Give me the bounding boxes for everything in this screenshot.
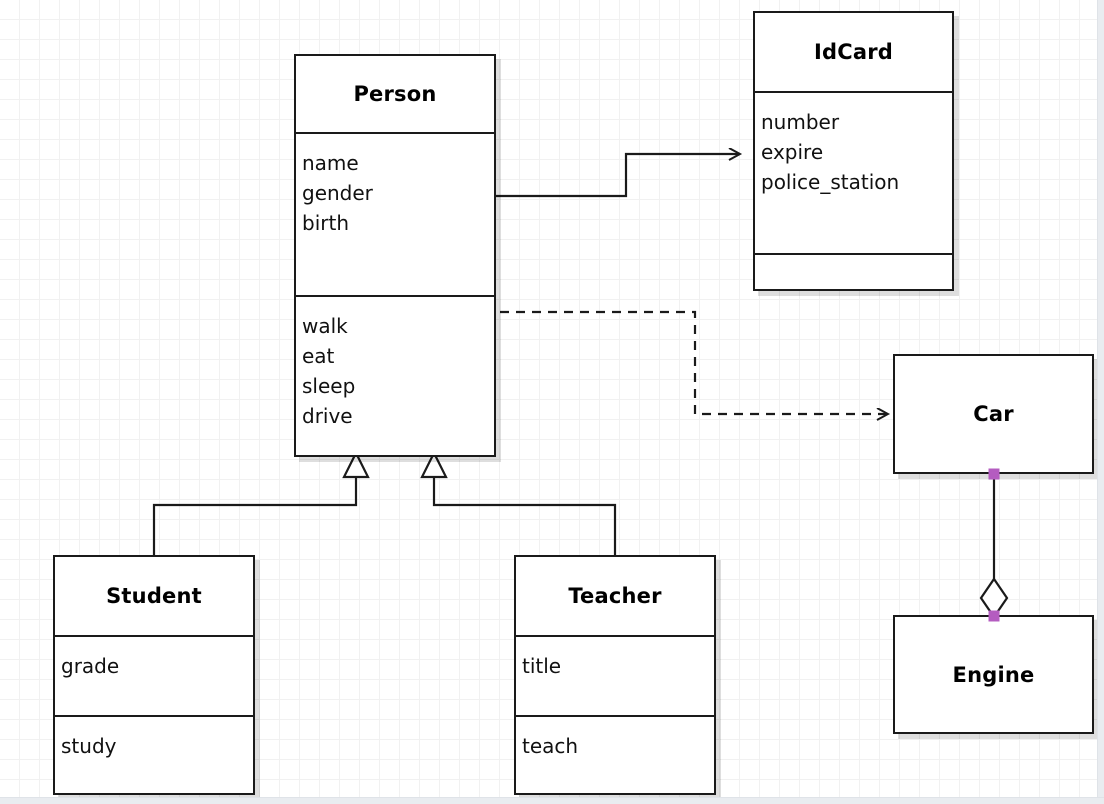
class-box-student[interactable]: Student grade study xyxy=(53,555,255,795)
connector-handle-car[interactable] xyxy=(988,468,1000,480)
attribute-item: number xyxy=(761,110,840,134)
class-name-car: Car xyxy=(973,402,1014,426)
class-box-idcard[interactable]: IdCard number expire police_station xyxy=(753,11,954,291)
method-item: teach xyxy=(522,734,579,758)
attribute-item: birth xyxy=(302,211,349,235)
edge-person-idcard[interactable] xyxy=(496,154,740,198)
class-methods-idcard xyxy=(755,253,952,289)
class-title-student: Student xyxy=(55,557,253,635)
class-name-engine: Engine xyxy=(952,662,1035,687)
class-box-engine[interactable]: Engine xyxy=(893,615,1094,734)
class-name-teacher: Teacher xyxy=(568,584,662,608)
class-title-engine: Engine xyxy=(895,617,1092,732)
attribute-item: grade xyxy=(61,654,120,678)
class-methods-teacher: teach xyxy=(516,715,714,793)
method-item: study xyxy=(61,734,117,758)
class-attributes-person: name gender birth xyxy=(296,132,494,295)
class-methods-student: study xyxy=(55,715,253,793)
class-name-student: Student xyxy=(106,584,202,608)
class-title-car: Car xyxy=(895,356,1092,472)
method-item: walk xyxy=(302,314,348,338)
method-item: drive xyxy=(302,404,353,428)
class-box-teacher[interactable]: Teacher title teach xyxy=(514,555,716,795)
method-item: sleep xyxy=(302,374,356,398)
attribute-item: police_station xyxy=(761,170,900,194)
horizontal-scrollbar[interactable] xyxy=(0,797,1104,804)
attribute-item: name xyxy=(302,151,359,175)
class-methods-person: walk eat sleep drive xyxy=(296,295,494,455)
attribute-item: title xyxy=(522,654,562,678)
class-title-person: Person xyxy=(296,56,494,132)
class-title-teacher: Teacher xyxy=(516,557,714,635)
edge-teacher-person[interactable] xyxy=(420,450,617,557)
class-box-car[interactable]: Car xyxy=(893,354,1094,474)
class-name-person: Person xyxy=(353,82,437,106)
class-title-idcard: IdCard xyxy=(755,13,952,91)
edge-car-engine[interactable] xyxy=(979,476,1009,619)
class-attributes-teacher: title xyxy=(516,635,714,715)
vertical-scrollbar[interactable] xyxy=(1097,0,1104,804)
connector-handle-engine[interactable] xyxy=(988,610,1000,622)
attribute-item: expire xyxy=(761,140,824,164)
attribute-item: gender xyxy=(302,181,373,205)
edge-student-person[interactable] xyxy=(152,450,370,557)
edge-person-car[interactable] xyxy=(500,310,888,414)
method-item: eat xyxy=(302,344,335,368)
class-name-idcard: IdCard xyxy=(813,40,894,64)
class-attributes-student: grade xyxy=(55,635,253,715)
class-attributes-idcard: number expire police_station xyxy=(755,91,952,253)
class-box-person[interactable]: Person name gender birth walk eat sleep … xyxy=(294,54,496,457)
